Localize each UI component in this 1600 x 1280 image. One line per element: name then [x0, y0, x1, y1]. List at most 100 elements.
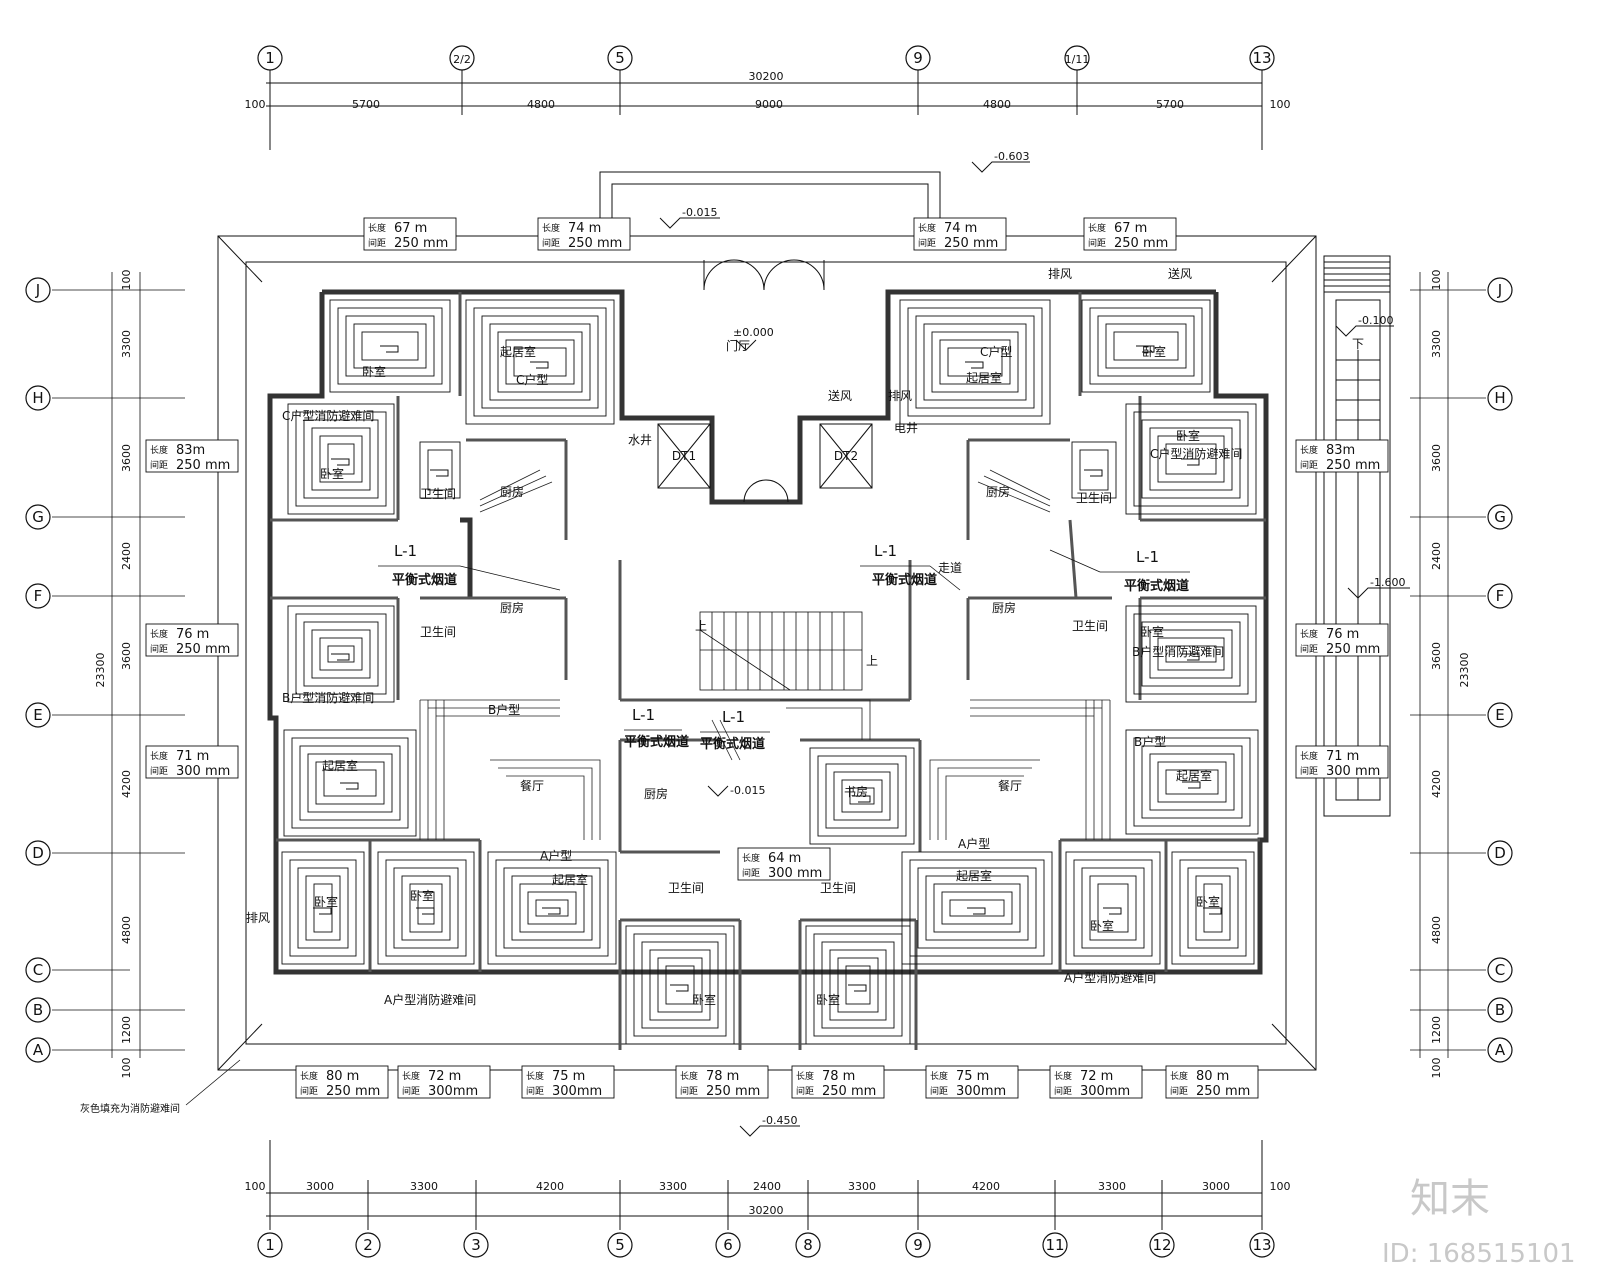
coil-loop-ring [289, 859, 357, 957]
room-kitchen: 厨房 [500, 484, 524, 499]
loop-gap-label: 间距 [300, 1085, 318, 1097]
room-bedroom: 卧室 [1090, 918, 1114, 933]
room-refuge: B户型消防避难间 [282, 690, 374, 705]
loop-length-value: 71 m [1326, 749, 1359, 764]
loop-label-box [1049, 1065, 1143, 1099]
legend-note: 灰色填充为消防避难间 [80, 1102, 180, 1115]
room-bath: 卫生间 [820, 881, 856, 895]
axis-bubble-row: J [1497, 281, 1502, 299]
exterior-walls [267, 289, 1269, 975]
coil-loop-center [670, 984, 689, 992]
loop-gap-label: 间距 [1300, 765, 1318, 777]
loop-gap-label: 间距 [680, 1085, 698, 1097]
axis-bubble-bottom: 1 [265, 1236, 275, 1254]
axis-bubble-bottom: 9 [913, 1236, 923, 1254]
room-kitchen: 厨房 [500, 600, 524, 615]
bottom-span: 3000 [1202, 1180, 1230, 1193]
loop-label-box [145, 439, 239, 473]
loop-gap-value: 300 mm [1326, 764, 1380, 779]
coil-loop-center [1203, 907, 1222, 915]
coil-loop-ring [657, 957, 703, 1013]
room-refuge: C户型消防避难间 [1150, 446, 1242, 461]
room-bedroom: 卧室 [320, 466, 344, 481]
flue-type: 平衡式烟道 [872, 572, 937, 588]
coil-loop-ring [419, 441, 461, 499]
axis-bubble-top: 9 [913, 49, 923, 67]
coil-loop-ring [327, 645, 355, 663]
loop-length-label: 长度 [918, 222, 936, 234]
elevator-2-label: DT2 [834, 449, 858, 463]
coil-loop-ring [1165, 443, 1217, 475]
flue-id: L-1 [1136, 548, 1159, 566]
loop-gap-value: 250 mm [394, 236, 448, 251]
loop-length-value: 80 m [1196, 1069, 1229, 1084]
coil-loop-ring [393, 867, 459, 949]
loop-length-value: 64 m [768, 851, 801, 866]
room-hall: 门厅 [726, 338, 750, 353]
bottom-dimensions [266, 1140, 1263, 1230]
loop-gap-label: 间距 [1300, 643, 1318, 655]
loop-length-label: 长度 [150, 750, 168, 762]
coil-loop-ring [513, 347, 567, 377]
loop-gap-value: 300mm [428, 1084, 478, 1099]
coil-loop-ring [497, 331, 583, 393]
room-unit-type: A户型 [540, 848, 572, 863]
coil-loop-ring [1073, 859, 1153, 957]
elevation-ramp-mid: -1.600 [1370, 576, 1405, 589]
coil-loop-ring [917, 867, 1037, 949]
coil-loop-ring [931, 331, 1019, 393]
flue-id: L-1 [632, 706, 655, 724]
coil-loop-ring [489, 323, 591, 401]
coil-loop-ring [1141, 621, 1241, 687]
loop-gap-value: 250 mm [1326, 458, 1380, 473]
coil-loop-center [331, 458, 350, 466]
loop-length-label: 长度 [150, 444, 168, 456]
coil-loop-ring [841, 779, 883, 813]
coil-loop-ring [1171, 851, 1255, 965]
coil-loop-ring [361, 331, 419, 361]
loop-length-label: 长度 [1170, 1070, 1188, 1082]
coil-loop-ring [465, 299, 615, 425]
coil-loop-center [340, 782, 359, 790]
coil-loop-ring [487, 851, 617, 965]
coil-loop-ring [303, 419, 379, 499]
room-unit-type: B户型 [1134, 734, 1166, 749]
room-bath: 卫生间 [420, 487, 456, 501]
loop-gap-value: 250 mm [1114, 236, 1168, 251]
coil-loop-ring [1149, 629, 1233, 679]
axis-bubble-row: E [33, 706, 42, 724]
coil-loop-ring [307, 753, 393, 813]
room-bedroom: 卧室 [314, 894, 338, 909]
flue-id: L-1 [722, 708, 745, 726]
stair-up-label: 上 [695, 619, 707, 633]
right-side-dimensions: 100 3300 3600 2400 3600 4200 4800 1200 1… [1430, 270, 1471, 1079]
coil-loop-ring [385, 859, 467, 957]
axis-bubble-row: G [1494, 508, 1506, 526]
coil-loop-ring [901, 851, 1053, 965]
loop-length-value: 78 m [706, 1069, 739, 1084]
loop-gap-value: 250 mm [176, 642, 230, 657]
coil-loop-center [1181, 458, 1200, 466]
coil-loop-ring [641, 941, 719, 1029]
coil-loop-ring [1149, 427, 1233, 491]
coil-loop-center [331, 653, 350, 661]
side-span: 2400 [1430, 542, 1443, 570]
side-span: 3600 [1430, 444, 1443, 472]
elevation-kitchen: -0.015 [730, 784, 765, 797]
room-living: 起居室 [956, 868, 992, 883]
loop-length-label: 长度 [742, 852, 760, 864]
room-living: 起居室 [966, 370, 1002, 385]
side-span: 1200 [1430, 1016, 1443, 1044]
loop-length-value: 76 m [176, 627, 209, 642]
coil-loop-ring [1141, 419, 1241, 499]
coil-loop-ring [1113, 331, 1179, 361]
coil-loop-ring [1133, 737, 1251, 827]
room-living: 起居室 [1176, 768, 1212, 783]
coil-loop-ring [473, 307, 607, 417]
coil-loop-center [848, 984, 867, 992]
loop-label-box [913, 217, 1007, 251]
coil-loop-center [313, 907, 332, 915]
room-dining: 餐厅 [520, 778, 544, 793]
axis-bubble-top: 1/11 [1065, 53, 1090, 66]
